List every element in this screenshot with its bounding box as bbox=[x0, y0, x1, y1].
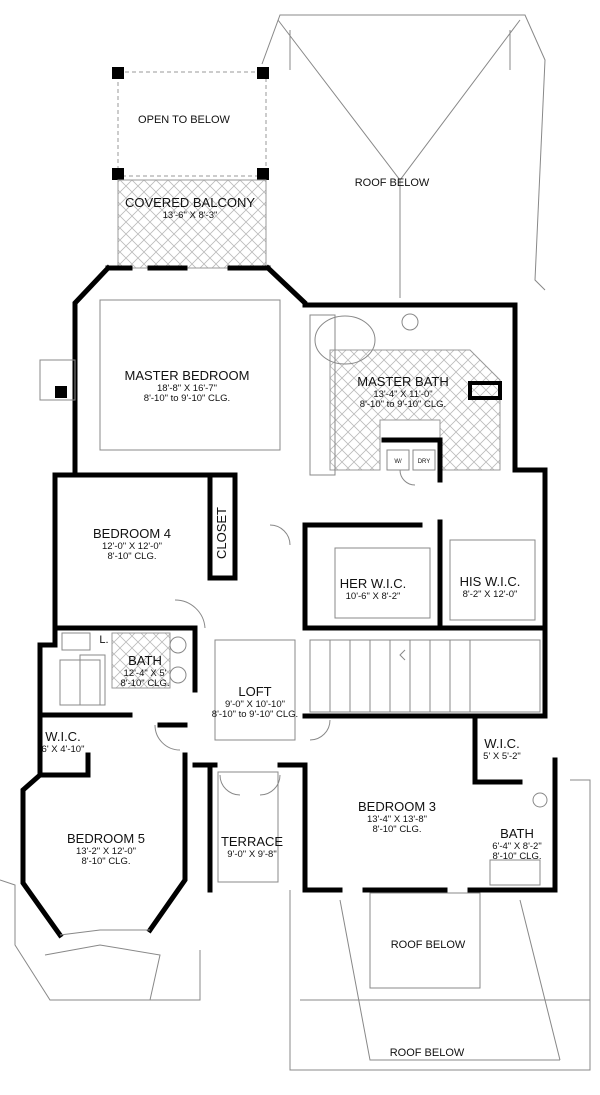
roof-below-top-label: ROOF BELOW bbox=[355, 177, 430, 189]
bath4-floor bbox=[111, 632, 171, 689]
bedroom3-ceiling: 8'-10" CLG. bbox=[372, 824, 421, 835]
bedroom4-ceiling: 8'-10" CLG. bbox=[107, 551, 156, 562]
master-bath-dims: 13'-4" X 11'-0" bbox=[373, 389, 432, 400]
roof-below-mid-label: ROOF BELOW bbox=[391, 939, 466, 951]
wic5-label: W.I.C. bbox=[45, 729, 80, 744]
dryer-label: DRY bbox=[418, 459, 431, 465]
interior-details bbox=[39, 299, 548, 989]
her-wic-dims: 10'-6" X 8'-2" bbox=[346, 591, 401, 602]
loft-label: LOFT bbox=[238, 684, 271, 699]
open-to-below-label: OPEN TO BELOW bbox=[138, 114, 231, 126]
wic3-label: W.I.C. bbox=[484, 736, 519, 751]
his-wic-dims: 8'-2" X 12'-0" bbox=[463, 589, 518, 600]
bath4-dims: 12'-4" X 5' bbox=[124, 668, 167, 679]
master-bath-floor bbox=[329, 349, 501, 471]
bedroom3-label: BEDROOM 3 bbox=[358, 799, 436, 814]
bedroom5-ceiling: 8'-10" CLG. bbox=[81, 856, 130, 867]
master-bedroom-ceiling: 8'-10" to 9'-10" CLG. bbox=[144, 393, 230, 404]
his-wic-label: HIS W.I.C. bbox=[460, 574, 521, 589]
washer-label: W/ bbox=[394, 459, 402, 465]
bedroom5-label: BEDROOM 5 bbox=[67, 831, 145, 846]
terrace-label: TERRACE bbox=[221, 834, 283, 849]
roof-below-bottom-label: ROOF BELOW bbox=[390, 1047, 465, 1059]
bedroom3-dims: 13'-4" X 13'-8" bbox=[367, 814, 427, 825]
walls bbox=[20, 264, 558, 939]
wic3-dims: 5' X 5'-2" bbox=[483, 751, 521, 762]
master-bath-ceiling: 8'-10" to 9'-10" CLG. bbox=[360, 399, 446, 410]
roof-outline-bottom bbox=[0, 779, 591, 1071]
loft-dims: 9'-0" X 10'-10" bbox=[225, 699, 285, 710]
covered-balcony-floor bbox=[117, 179, 267, 269]
bath3-dims: 6'-4" X 8'-2" bbox=[492, 841, 541, 852]
master-bedroom-label: MASTER BEDROOM bbox=[125, 368, 250, 383]
roof-outline-top bbox=[261, 14, 546, 298]
wic5-dims: 6' X 4'-10" bbox=[42, 744, 85, 755]
bath4-label: BATH bbox=[128, 653, 162, 668]
closet-label: CLOSET bbox=[214, 507, 229, 559]
bath3-label: BATH bbox=[500, 826, 534, 841]
bedroom4-label: BEDROOM 4 bbox=[93, 526, 171, 541]
bath3-ceiling: 8'-10" CLG. bbox=[492, 851, 541, 862]
covered-balcony-label: COVERED BALCONY bbox=[125, 195, 255, 210]
master-bedroom-dims: 18'-8" X 16'-7" bbox=[157, 383, 217, 394]
terrace-dims: 9'-0" X 9'-8" bbox=[227, 849, 276, 860]
bedroom4-dims: 12'-0" X 12'-0" bbox=[102, 541, 162, 552]
linen-label: L. bbox=[99, 634, 108, 646]
covered-balcony-dims: 13'-6" X 8'-3" bbox=[163, 210, 218, 221]
loft-ceiling: 8'-10" to 9'-10" CLG. bbox=[212, 709, 298, 720]
bath4-ceiling: 8'-10" CLG. bbox=[120, 678, 169, 689]
her-wic-label: HER W.I.C. bbox=[340, 576, 406, 591]
master-bath-label: MASTER BATH bbox=[357, 374, 449, 389]
bedroom5-dims: 13'-2" X 12'-0" bbox=[76, 846, 136, 857]
open-to-below-area bbox=[112, 67, 269, 180]
